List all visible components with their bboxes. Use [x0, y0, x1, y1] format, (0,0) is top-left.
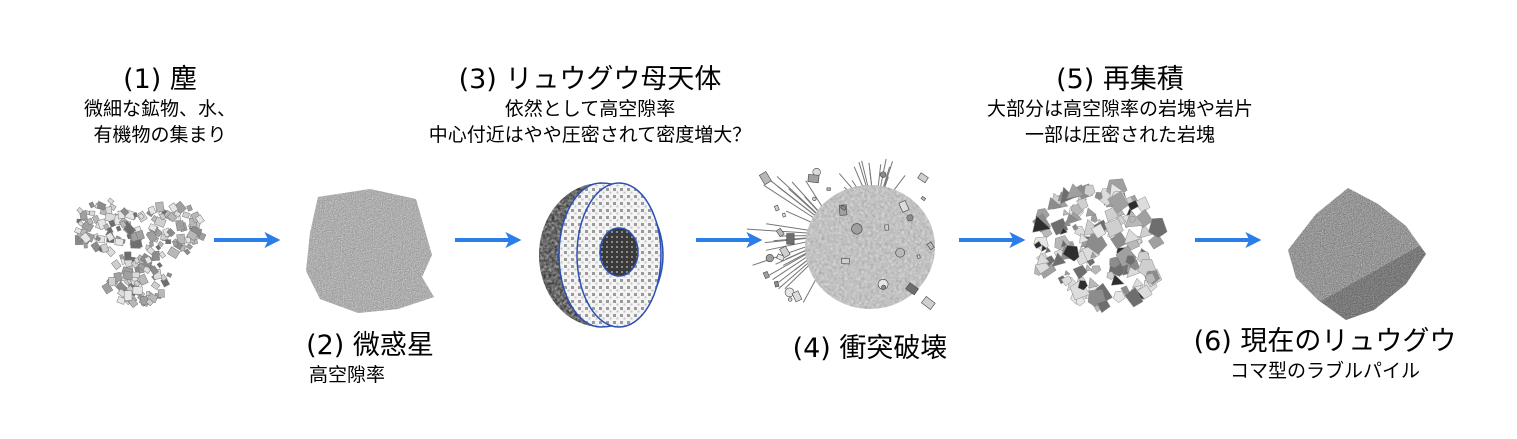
stage-description-line: 大部分は高空隙率の岩塊や岩片 — [986, 98, 1253, 120]
arrow-right-icon — [1195, 232, 1262, 248]
stage-description-line: 一部は圧密された岩塊 — [1024, 124, 1215, 146]
stage-title: (5) 再集積 — [1056, 64, 1184, 95]
stage-5-label: (5) 再集積 大部分は高空隙率の岩塊や岩片 一部は圧密された岩塊 — [940, 64, 1300, 148]
stage-1-label: (1) 塵 微細な鉱物、水、 有機物の集まり — [40, 64, 280, 148]
arrow-right-icon — [959, 232, 1026, 248]
stage-title: (6) 現在のリュウグウ — [1193, 326, 1457, 357]
stage-description-line: コマ型のラブルパイル — [1229, 360, 1420, 382]
stage-description-line: 有機物の集まり — [93, 124, 227, 146]
stage-4-label: (4) 衝突破壊 — [760, 333, 980, 365]
stage-6-label: (6) 現在のリュウグウ コマ型のラブルパイル — [1175, 326, 1475, 384]
stage-title: (1) 塵 — [123, 64, 197, 95]
impact-disruption-icon — [746, 158, 936, 311]
reaccumulation-icon — [1032, 178, 1168, 314]
arrow-right-icon — [455, 232, 522, 248]
stage-3-label: (3) リュウグウ母天体 依然として高空隙率 中心付近はやや圧密されて密度増大？ — [380, 64, 800, 148]
stage-title: (3) リュウグウ母天体 — [458, 64, 722, 95]
stage-description-line: 高空隙率 — [308, 364, 385, 386]
stage-description-line: 微細な鉱物、水、 — [83, 98, 236, 120]
arrow-right-icon — [214, 232, 281, 248]
planetesimal-icon — [306, 189, 434, 313]
dust-cluster-icon — [74, 197, 207, 308]
arrow-right-icon — [696, 232, 763, 248]
stage-title: (2) 微惑星 — [306, 330, 434, 361]
stage-description-line: 中心付近はやや圧密されて密度増大？ — [428, 124, 752, 146]
parent-body-cutaway-icon — [539, 182, 664, 328]
stage-title: (4) 衝突破壊 — [792, 333, 948, 364]
ryugu-asteroid-icon — [1288, 188, 1426, 320]
stage-description-line: 依然として高空隙率 — [504, 98, 676, 120]
stage-2-label: (2) 微惑星 高空隙率 — [270, 330, 470, 388]
